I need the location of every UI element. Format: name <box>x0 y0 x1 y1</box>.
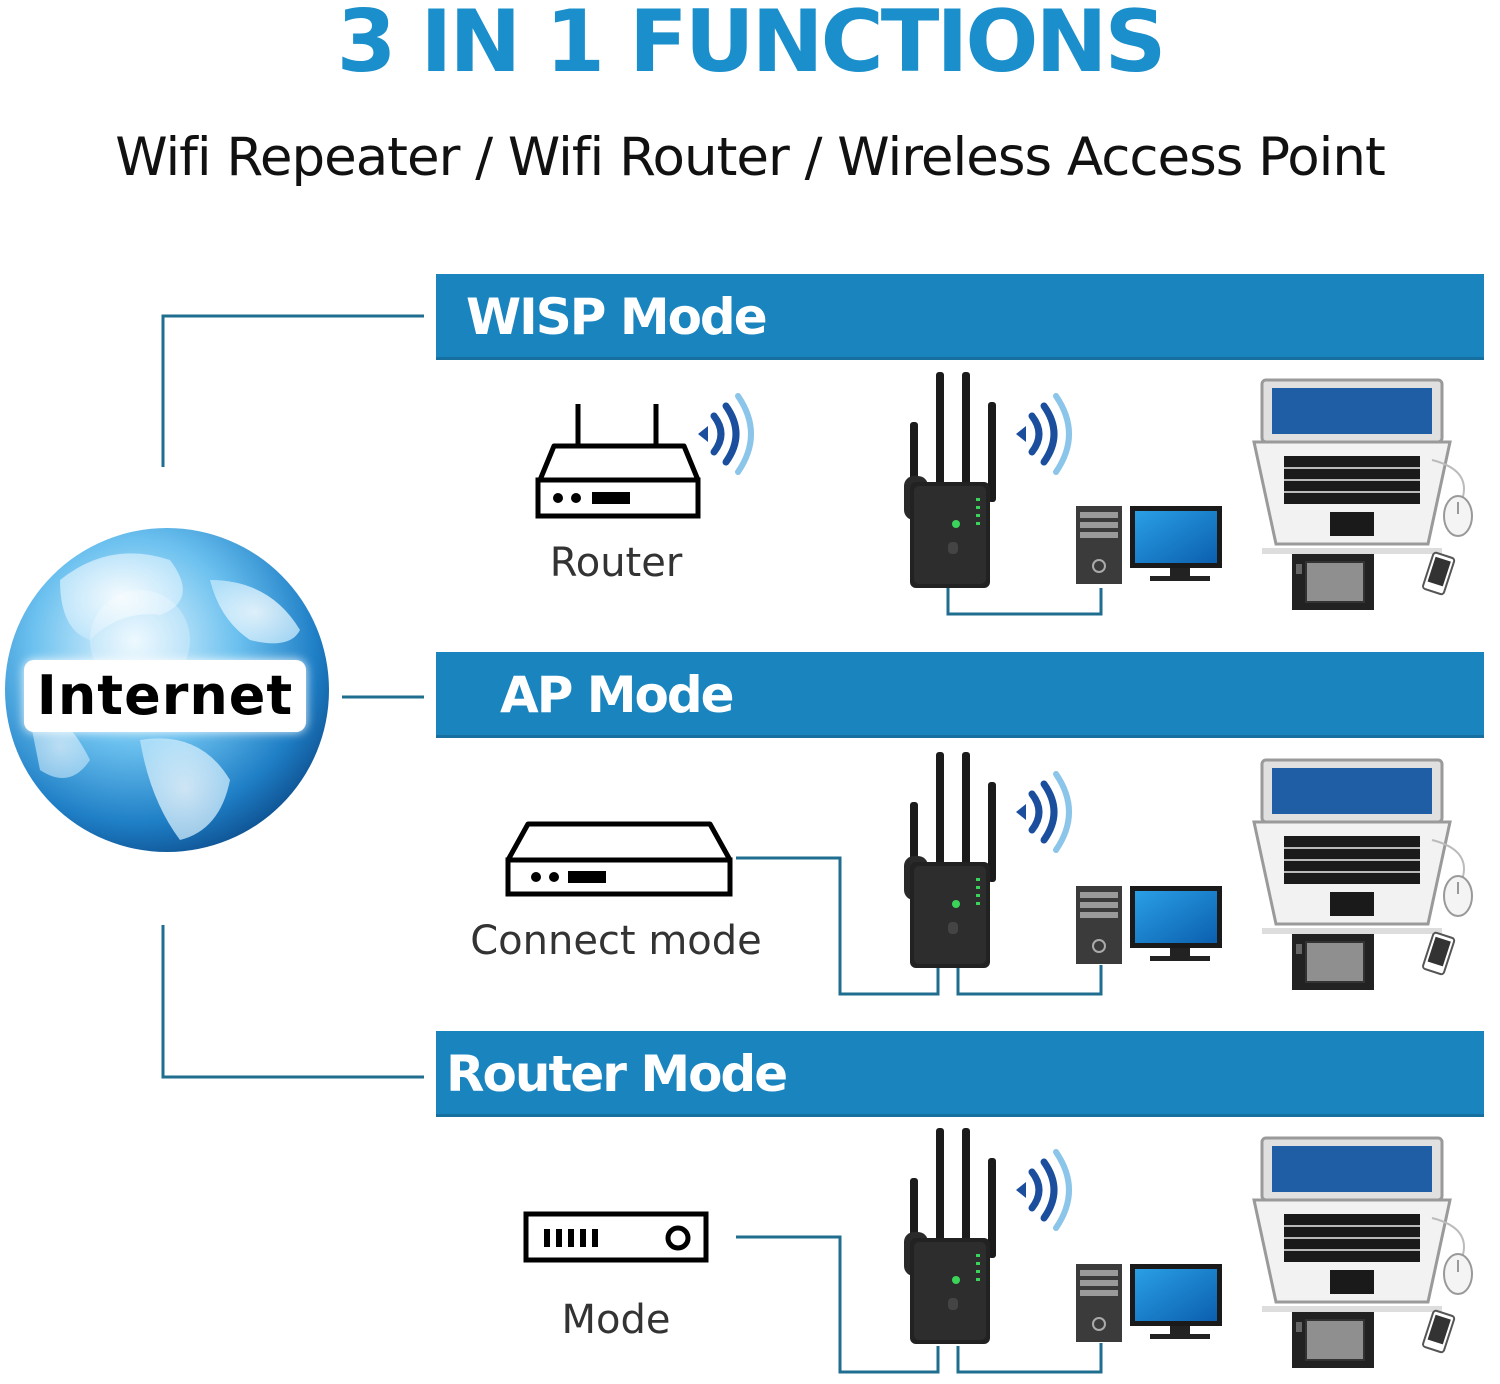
wifi-router-icon <box>535 404 701 519</box>
mode-header-label: WISP Mode <box>466 288 768 346</box>
mode-header-router: Router Mode <box>436 1031 1484 1117</box>
wifi-signal-icon <box>698 396 751 472</box>
repeater-icon <box>904 372 996 588</box>
internet-label: Internet <box>24 660 306 732</box>
wifi-signal-icon <box>1016 774 1069 850</box>
repeater-icon <box>904 1128 996 1344</box>
mode-header-ap: AP Mode <box>436 652 1484 738</box>
mode-header-label: Router Mode <box>446 1045 788 1103</box>
repeater-icon <box>904 752 996 968</box>
wifi-signal-icon <box>1016 1152 1069 1228</box>
wifi-signal-icon <box>1016 396 1069 472</box>
source-device-label: Router <box>549 540 683 586</box>
laptop-devices-icon <box>1252 378 1474 612</box>
device-connector-lines <box>736 588 1103 1374</box>
source-device-label: Connect mode <box>470 918 762 964</box>
page-subtitle: Wifi Repeater / Wifi Router / Wireless A… <box>115 127 1386 188</box>
desktop-pc-icon <box>1075 1263 1223 1343</box>
mode-header-wisp: WISP Mode <box>436 274 1484 360</box>
laptop-devices-icon <box>1252 758 1474 992</box>
internet-connector-lines <box>161 314 424 1079</box>
switch-box-icon <box>505 821 733 897</box>
source-device-label: Mode <box>561 1297 671 1343</box>
mode-header-label: AP Mode <box>500 666 735 724</box>
page-title: 3 IN 1 FUNCTIONS <box>336 0 1167 92</box>
laptop-devices-icon <box>1252 1136 1474 1370</box>
desktop-pc-icon <box>1075 885 1223 965</box>
modem-icon <box>523 1211 709 1263</box>
desktop-pc-icon <box>1075 505 1223 585</box>
